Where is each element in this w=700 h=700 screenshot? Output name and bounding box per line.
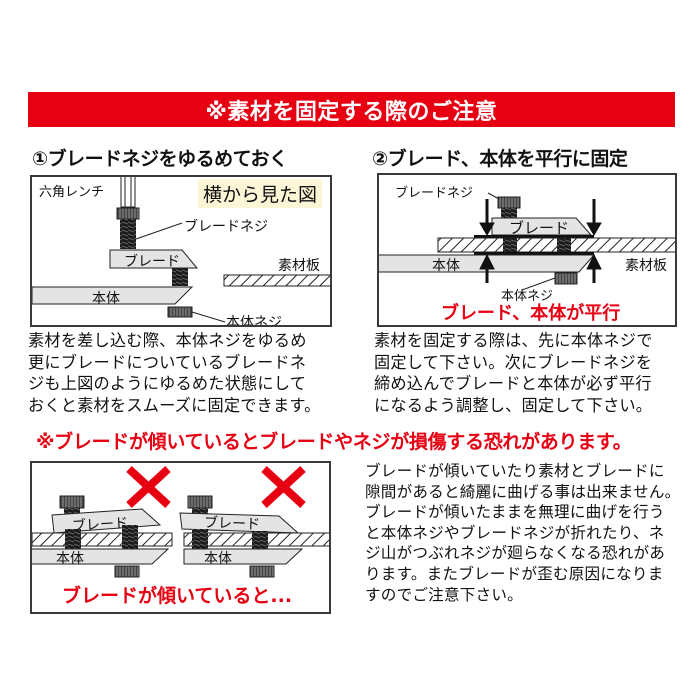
right-blade-label: ブレード xyxy=(203,515,261,533)
loosen-screw-illustration xyxy=(32,177,330,323)
tilted-caption: ブレードが傾いていると... xyxy=(62,585,293,607)
damage-warning: ※ブレードが傾いているとブレードやネジが損傷する恐れがあります。 xyxy=(36,431,632,453)
blade-label: ブレード xyxy=(509,219,570,237)
parallel-fix-illustration xyxy=(379,192,675,291)
step2-title: ②ブレード、本体を平行に固定 xyxy=(372,148,628,170)
tilted-blade-diagram: ブレード 本体 ブレード 本体 ブレードが傾いていると... xyxy=(30,461,331,614)
blade-label: ブレード xyxy=(124,254,180,270)
hex-wrench-label: 六角レンチ xyxy=(39,185,105,200)
step1-diagram: 横から見た図 六角レンチ ブレードネジ ブレード 素材板 本体 本体ネジ xyxy=(30,175,332,327)
body-label: 本体 xyxy=(432,258,460,274)
blade-screw-label: ブレードネジ xyxy=(184,219,268,235)
left-body-label: 本体 xyxy=(56,551,84,567)
side-view-label: 横から見た図 xyxy=(198,179,323,208)
step1-description: 素材を差し込む際、本体ネジをゆるめ 更にブレードについているブレードネ ジも上図… xyxy=(28,331,321,415)
warning-description: ブレードが傾いていたり素材とブレードに 隙間があると綺麗に曲げる事は出来ません。… xyxy=(365,462,681,604)
material-plate-label: 素材板 xyxy=(625,258,667,274)
step2-description: 素材を固定する際は、先に本体ネジで 固定して下さい。次にブレードネジを 締め込ん… xyxy=(374,331,653,415)
right-body-label: 本体 xyxy=(204,551,232,567)
parallel-caption: ブレード、本体が平行 xyxy=(441,303,621,324)
blade-screw-label: ブレードネジ xyxy=(395,186,474,201)
body-label: 本体 xyxy=(92,291,120,307)
step1-title: ①ブレードネジをゆるめておく xyxy=(32,148,288,170)
left-blade-label: ブレード xyxy=(71,515,129,535)
body-screw-label: 本体ネジ xyxy=(226,315,282,327)
caution-banner: ※素材を固定する際のご注意 xyxy=(28,92,675,127)
step2-diagram: ブレードネジ ブレード 本体 素材板 本体ネジ ブレード、本体が平行 xyxy=(377,173,677,327)
body-screw-label: 本体ネジ xyxy=(501,289,554,304)
material-plate-label: 素材板 xyxy=(278,258,320,274)
tilted-blade-illustration xyxy=(32,466,329,578)
